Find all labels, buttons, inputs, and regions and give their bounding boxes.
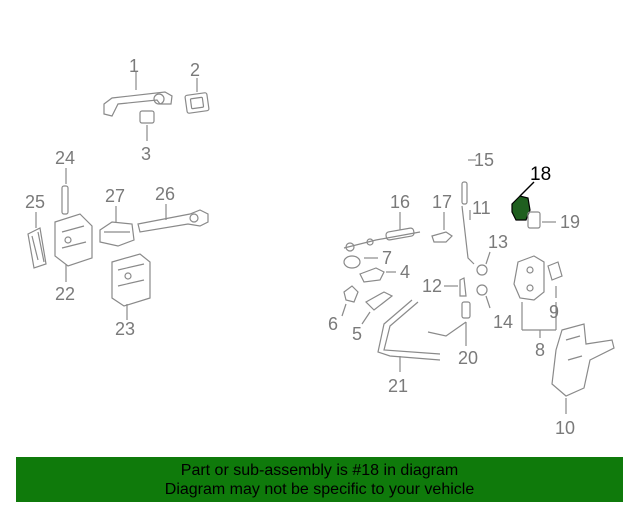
label-18: 18: [530, 164, 551, 185]
label-22: 22: [55, 284, 75, 304]
label-19: 19: [560, 212, 580, 232]
label-5: 5: [352, 324, 362, 344]
part-1-outside-handle[interactable]: 1: [103, 56, 173, 117]
part-17-clip[interactable]: 17: [431, 192, 453, 243]
label-12: 12: [422, 276, 442, 296]
label-11: 11: [472, 198, 491, 218]
part-19-switch[interactable]: 19: [527, 211, 580, 232]
label-16: 16: [390, 192, 410, 212]
part-26-check-strap[interactable]: 26: [137, 184, 209, 233]
part-20-cable[interactable]: 20: [427, 301, 478, 368]
part-16-lock-rod[interactable]: 16: [343, 192, 421, 252]
label-1: 1: [129, 56, 139, 76]
label-10: 10: [555, 418, 575, 438]
label-27: 27: [105, 186, 125, 206]
part-2-gasket[interactable]: 2: [184, 60, 210, 114]
part-15-rod[interactable]: 15: [461, 150, 494, 205]
part-27-bracket[interactable]: 27: [99, 186, 135, 247]
label-15: 15: [474, 150, 494, 170]
part-23-hinge[interactable]: 23: [111, 253, 151, 339]
part-8-door-lock[interactable]: 8: [513, 255, 557, 360]
part-11-long-rod[interactable]: 11: [461, 198, 491, 265]
part-4-bracket[interactable]: 4: [359, 262, 410, 283]
part-12-clip[interactable]: 12: [422, 276, 467, 297]
part-25-plate[interactable]: 25: [25, 192, 47, 269]
label-6: 6: [328, 314, 338, 334]
part-7-bushing[interactable]: 7: [343, 248, 392, 269]
label-14: 14: [493, 312, 513, 332]
part-18-actuator[interactable]: 18: [511, 164, 551, 221]
part-22-hinge[interactable]: 22: [54, 213, 93, 304]
part-14-grommet[interactable]: 14: [476, 284, 513, 332]
part-6-clip[interactable]: 6: [328, 285, 359, 334]
label-20: 20: [458, 348, 478, 368]
part-21-weatherstrip[interactable]: 21: [377, 299, 441, 396]
label-8: 8: [535, 340, 545, 360]
label-3: 3: [141, 144, 151, 164]
label-2: 2: [190, 60, 200, 80]
label-13: 13: [488, 232, 508, 252]
label-25: 25: [25, 192, 45, 212]
banner-line-1: Part or sub-assembly is #18 in diagram: [180, 461, 459, 479]
label-9: 9: [549, 302, 559, 322]
part-24-pin[interactable]: 24: [55, 148, 75, 215]
label-24: 24: [55, 148, 75, 168]
part-9-striker[interactable]: 9: [547, 261, 563, 322]
label-26: 26: [155, 184, 175, 204]
info-banner: Part or sub-assembly is #18 in diagram D…: [16, 457, 623, 502]
label-21: 21: [388, 376, 408, 396]
part-3-pad[interactable]: 3: [139, 110, 155, 164]
label-7: 7: [382, 248, 392, 268]
label-4: 4: [400, 262, 410, 282]
part-5-bracket[interactable]: 5: [352, 291, 394, 344]
part-13-grommet[interactable]: 13: [476, 232, 508, 276]
label-23: 23: [115, 319, 135, 339]
part-10-panel[interactable]: 10: [551, 323, 615, 438]
banner-line-2: Diagram may not be specific to your vehi…: [164, 480, 475, 498]
label-17: 17: [432, 192, 452, 212]
